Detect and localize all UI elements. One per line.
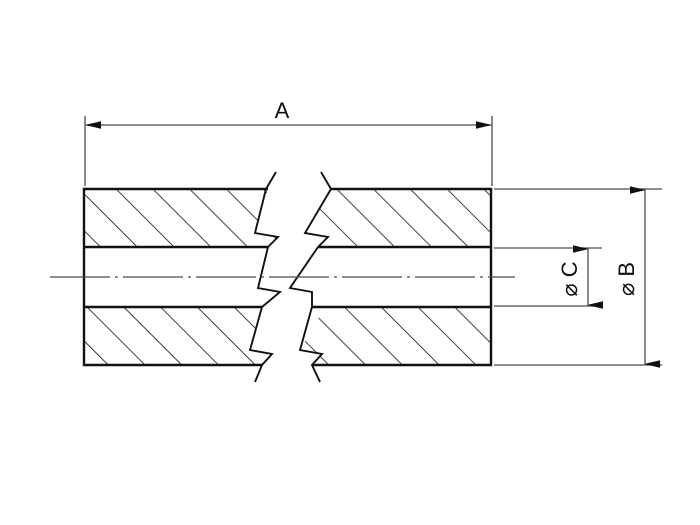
- break-line-left-upper: [253, 171, 280, 248]
- inner-diameter-label-group: ⌀ C: [557, 261, 582, 296]
- part-outline-group: [82, 187, 493, 367]
- inner-diameter-dimension-label: ⌀ C: [557, 261, 582, 296]
- dimension-outer-diameter-group: ⌀ B: [494, 186, 662, 368]
- length-dimension-label: A: [275, 98, 290, 123]
- hatch-region-lower-right: [300, 307, 491, 365]
- left-lower-wall-outline: [82, 307, 262, 367]
- outer-diameter-label-group: ⌀ B: [614, 262, 639, 296]
- break-line-right-lower: [298, 306, 324, 383]
- break-line-left-lower: [248, 306, 274, 383]
- break-line-right-bore: [288, 246, 319, 307]
- dimension-length-group: A: [84, 98, 493, 186]
- break-lines-group: [248, 171, 333, 383]
- hatch-region-upper-left: [84, 189, 278, 247]
- break-line-left-bore: [256, 246, 283, 308]
- right-upper-wall-outline: [331, 187, 493, 247]
- hatch-region-upper-right: [305, 189, 491, 247]
- hatch-region-lower-left: [84, 307, 272, 365]
- dimension-inner-diameter-group: ⌀ C: [494, 245, 603, 309]
- section-hatching-group: [84, 189, 491, 365]
- right-lower-wall-outline: [312, 307, 493, 367]
- break-line-right-upper: [303, 171, 333, 248]
- left-upper-wall-outline: [82, 187, 268, 247]
- outer-diameter-dimension-label: ⌀ B: [614, 262, 639, 296]
